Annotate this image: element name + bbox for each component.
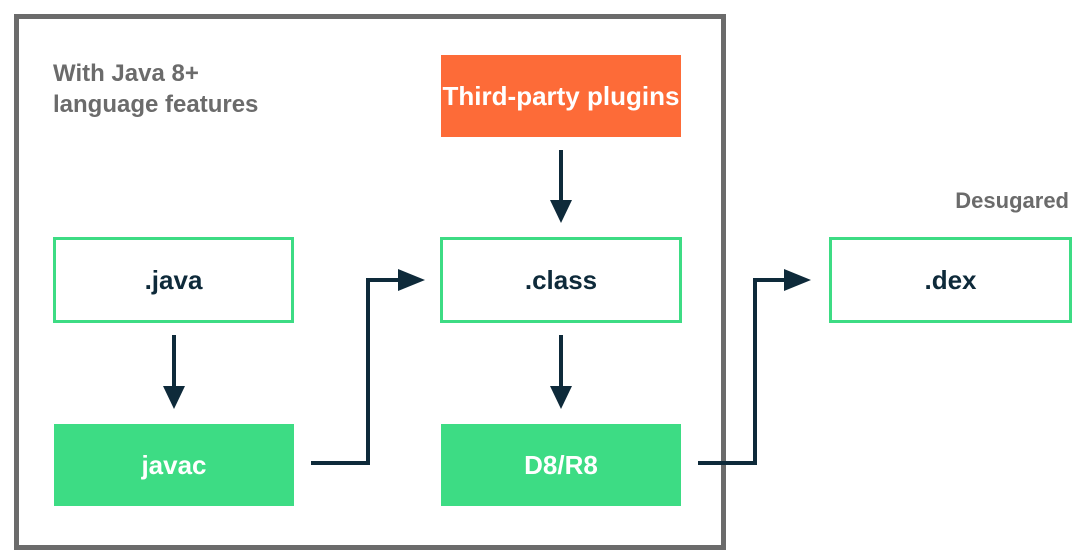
javac-node: javac	[54, 424, 294, 506]
java8-features-frame	[14, 14, 726, 550]
desugared-label: Desugared	[955, 188, 1069, 213]
frame-title: With Java 8+ language features	[53, 60, 259, 118]
java-source-node: .java	[53, 237, 294, 323]
arrow-plugins-to-class	[550, 150, 572, 223]
arrow-javac-to-class	[311, 269, 425, 465]
class-file-node: .class	[440, 237, 682, 323]
arrow-d8r8-to-dex	[698, 269, 811, 465]
arrow-java-to-javac	[163, 335, 185, 409]
d8-r8-node: D8/R8	[441, 424, 681, 506]
dex-file-node: .dex	[829, 237, 1072, 323]
arrow-class-to-d8r8	[550, 335, 572, 409]
third-party-plugins-node: Third-party plugins	[441, 55, 681, 137]
